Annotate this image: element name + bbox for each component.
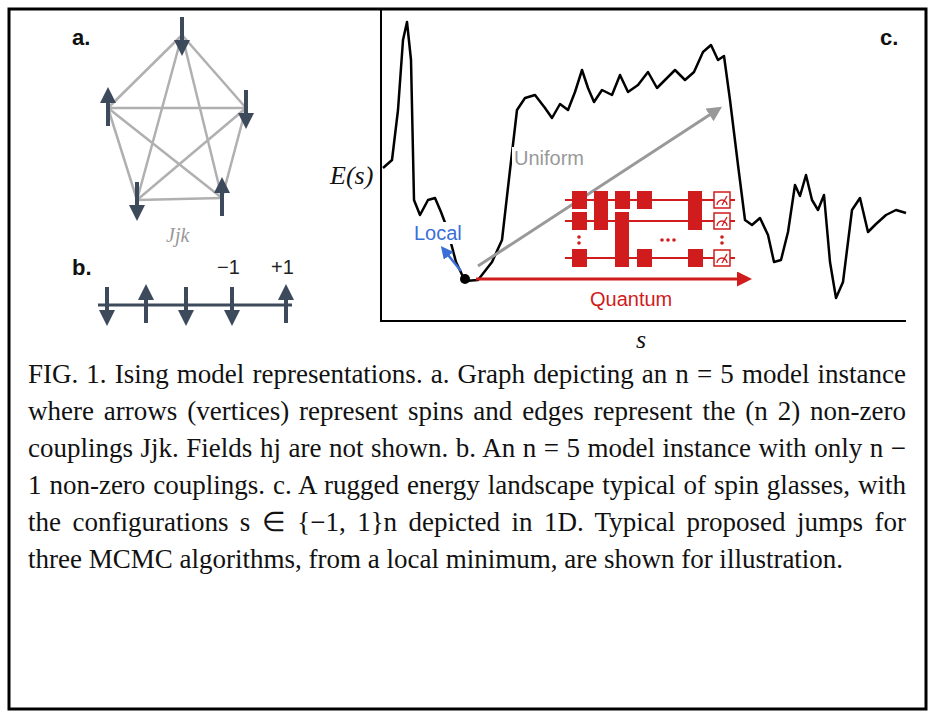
- panel-letter: b.: [72, 256, 92, 280]
- spin-value: −1: [217, 256, 240, 278]
- local-jump-arrow: [444, 250, 461, 271]
- local-minimum-dot: [460, 274, 470, 284]
- jump-label: Quantum: [588, 288, 674, 310]
- spin-arrows-chain: [107, 287, 286, 323]
- figure-frame: [9, 9, 926, 709]
- axis-label: E(s): [330, 162, 373, 191]
- panel-letter: c.: [880, 26, 898, 50]
- figure-caption: FIG. 1. Ising model representations. a. …: [28, 356, 906, 578]
- spin-arrows-graph: [108, 17, 246, 216]
- chain-line: [98, 304, 292, 307]
- quantum-jump-arrow: [476, 278, 746, 281]
- coupling-label: Jjk: [166, 224, 189, 246]
- panel-letter: a.: [72, 26, 90, 50]
- energy-curve: [383, 22, 906, 298]
- coupling-edges: [108, 35, 246, 200]
- quantum-circuit-icon: [565, 191, 735, 267]
- plot-axes: [380, 10, 906, 321]
- jump-label: Local: [412, 222, 464, 244]
- spin-value: +1: [271, 256, 294, 278]
- jump-label: Uniform: [512, 147, 586, 169]
- axis-label: s: [636, 326, 646, 355]
- uniform-jump-arrow: [478, 110, 717, 266]
